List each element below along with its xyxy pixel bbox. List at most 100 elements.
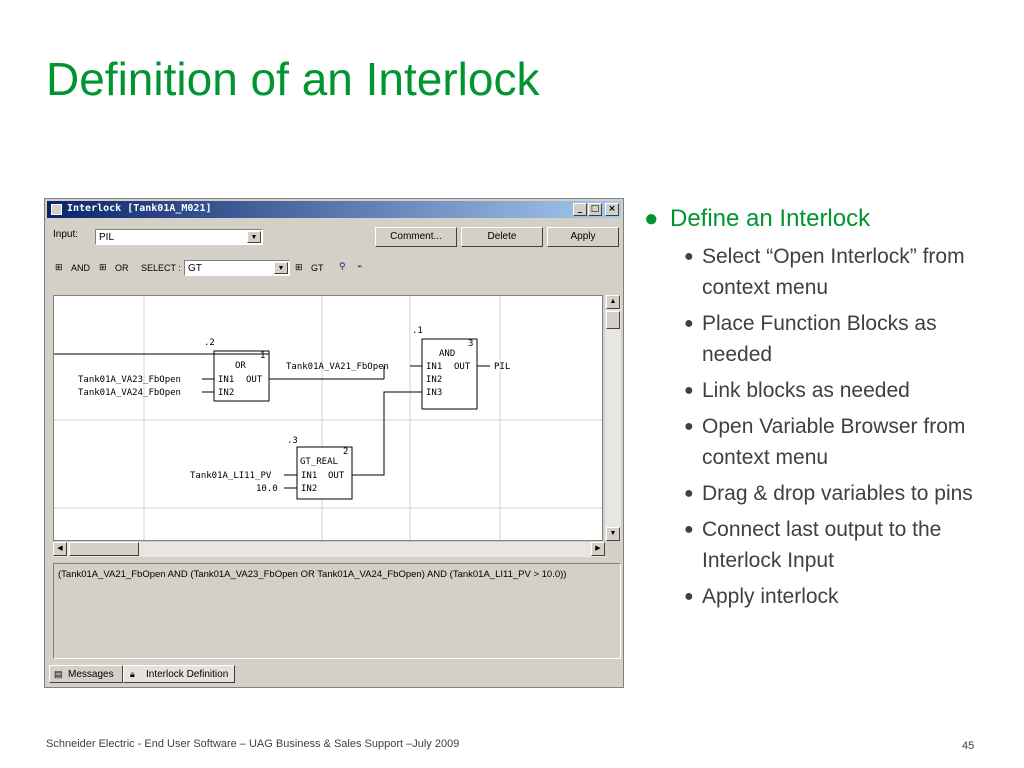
and-out: OUT bbox=[454, 362, 471, 372]
minimize-button[interactable]: _ bbox=[573, 203, 587, 216]
bullet-text: Apply interlock bbox=[702, 585, 839, 608]
bullet-text: Connect last output to the Interlock Inp… bbox=[702, 518, 942, 572]
or-in2: IN2 bbox=[218, 388, 234, 398]
bullet-dot: ● bbox=[684, 521, 694, 538]
scroll-up-icon[interactable]: ▲ bbox=[606, 295, 620, 309]
maximize-button[interactable]: □ bbox=[588, 203, 602, 216]
var-va24[interactable]: Tank01A_VA24_FbOpen bbox=[78, 388, 181, 398]
expression-text: (Tank01A_VA21_FbOpen AND (Tank01A_VA23_F… bbox=[58, 569, 567, 580]
scroll-left-icon[interactable]: ◀ bbox=[53, 542, 67, 556]
list-item: ● Open Variable Browser from context menu bbox=[644, 411, 1004, 473]
bullet-text: Place Function Blocks as needed bbox=[702, 312, 937, 366]
input-select-value: PIL bbox=[99, 232, 115, 243]
page-number: 45 bbox=[962, 740, 975, 752]
bullet-dot: ● bbox=[684, 382, 694, 399]
or-block[interactable] bbox=[213, 350, 270, 402]
or-block-icon[interactable]: ⊞ bbox=[99, 262, 107, 272]
list-item: ● Drag & drop variables to pins bbox=[644, 478, 1004, 509]
bullet-dot: ● bbox=[684, 315, 694, 332]
and-tool-label[interactable]: AND bbox=[71, 263, 91, 273]
bullet-list: ● Define an Interlock ● Select “Open Inte… bbox=[644, 205, 1004, 617]
or-block-number: 1 bbox=[260, 351, 265, 361]
bullet-dot: ● bbox=[684, 418, 694, 435]
messages-icon: ▤ bbox=[54, 669, 63, 679]
tab-definition-label: Interlock Definition bbox=[146, 669, 229, 680]
expression-box[interactable]: (Tank01A_VA21_FbOpen AND (Tank01A_VA23_F… bbox=[53, 563, 621, 659]
var-li11[interactable]: Tank01A_LI11_PV bbox=[190, 471, 272, 481]
tab-interlock-definition[interactable]: 🔒︎ Interlock Definition bbox=[123, 665, 235, 683]
or-block-name: OR bbox=[235, 361, 246, 371]
grid-lines bbox=[54, 296, 602, 540]
delete-button[interactable]: Delete bbox=[461, 227, 543, 247]
select-label: SELECT : bbox=[141, 263, 181, 273]
list-item: ● Select “Open Interlock” from context me… bbox=[644, 241, 1004, 303]
apply-button[interactable]: Apply bbox=[547, 227, 619, 247]
bullet-text: Link blocks as needed bbox=[702, 379, 910, 402]
and-in3: IN3 bbox=[426, 388, 442, 398]
input-label: Input: bbox=[53, 229, 79, 240]
diagram-svg: .2 1 OR IN1 OUT IN2 .1 3 AND IN1 OUT IN2… bbox=[54, 296, 602, 540]
or-out: OUT bbox=[246, 375, 263, 385]
list-item: ● Connect last output to the Interlock In… bbox=[644, 514, 1004, 576]
bullet-dot: ● bbox=[644, 205, 659, 232]
and-in1: IN1 bbox=[426, 362, 442, 372]
list-item: ● Link blocks as needed bbox=[644, 375, 1004, 406]
close-button[interactable]: × bbox=[605, 203, 619, 216]
bullet-text: Select “Open Interlock” from context men… bbox=[702, 245, 965, 299]
var-pil[interactable]: PIL bbox=[494, 362, 510, 372]
or-tool-label[interactable]: OR bbox=[115, 263, 129, 273]
var-va23[interactable]: Tank01A_VA23_FbOpen bbox=[78, 375, 181, 385]
variable-browser-icon[interactable]: ⚲ bbox=[339, 261, 346, 271]
diagram-canvas[interactable]: .2 1 OR IN1 OUT IN2 .1 3 AND IN1 OUT IN2… bbox=[53, 295, 603, 541]
gt-in1: IN1 bbox=[301, 471, 317, 481]
list-item: ● Place Function Blocks as needed bbox=[644, 308, 1004, 370]
gt-block[interactable] bbox=[296, 446, 353, 500]
bullet-dot: ● bbox=[684, 588, 694, 605]
gt-block-name: GT_REAL bbox=[300, 457, 338, 467]
and-in2: IN2 bbox=[426, 375, 442, 385]
bullet-text: Open Variable Browser from context menu bbox=[702, 415, 966, 469]
chevron-down-icon[interactable]: ▼ bbox=[274, 262, 288, 274]
scroll-down-icon[interactable]: ▼ bbox=[606, 527, 620, 541]
link-icon[interactable]: ⌁ bbox=[357, 261, 363, 271]
chevron-down-icon[interactable]: ▼ bbox=[247, 231, 261, 243]
gt-block-icon[interactable]: ⊞ bbox=[295, 262, 303, 272]
bullet-dot: ● bbox=[684, 485, 694, 502]
slide-title: Definition of an Interlock bbox=[46, 53, 540, 105]
and-block-name: AND bbox=[439, 349, 455, 359]
block-select[interactable]: GT ▼ bbox=[184, 260, 290, 276]
and-block-number: 3 bbox=[468, 339, 473, 349]
interlock-window: Interlock [Tank01A_M021] _ □ × Input: PI… bbox=[44, 198, 624, 688]
bullet-main-text: Define an Interlock bbox=[670, 205, 871, 232]
bullet-dot: ● bbox=[684, 248, 694, 265]
gt-block-index: .3 bbox=[287, 436, 298, 446]
block-select-value: GT bbox=[188, 263, 202, 274]
horizontal-scroll-thumb[interactable] bbox=[69, 542, 139, 556]
input-select[interactable]: PIL ▼ bbox=[95, 229, 263, 245]
tab-messages-label: Messages bbox=[68, 669, 114, 680]
horizontal-scrollbar[interactable]: ◀ ▶ bbox=[53, 542, 605, 557]
gt-block-number: 2 bbox=[343, 447, 348, 457]
vertical-scroll-thumb[interactable] bbox=[606, 311, 620, 329]
vertical-scrollbar[interactable]: ▲ ▼ bbox=[605, 295, 621, 541]
gt-in2: IN2 bbox=[301, 484, 317, 494]
tab-messages[interactable]: ▤ Messages bbox=[49, 665, 123, 683]
lock-icon: 🔒︎ bbox=[130, 669, 135, 679]
and-block[interactable] bbox=[421, 338, 478, 410]
gt-tool-label[interactable]: GT bbox=[311, 263, 324, 273]
gt-out: OUT bbox=[328, 471, 345, 481]
and-block-index: .1 bbox=[412, 326, 423, 336]
scroll-right-icon[interactable]: ▶ bbox=[591, 542, 605, 556]
var-const[interactable]: 10.0 bbox=[256, 484, 278, 494]
list-item: ● Apply interlock bbox=[644, 581, 1004, 612]
window-icon bbox=[51, 204, 62, 215]
and-block-icon[interactable]: ⊞ bbox=[55, 262, 63, 272]
slide-footer: Schneider Electric - End User Software –… bbox=[46, 738, 460, 750]
var-va21[interactable]: Tank01A_VA21_FbOpen bbox=[286, 362, 389, 372]
bullet-text: Drag & drop variables to pins bbox=[702, 482, 973, 505]
window-titlebar[interactable]: Interlock [Tank01A_M021] _ □ × bbox=[47, 201, 621, 218]
bullet-main: ● Define an Interlock bbox=[644, 205, 1004, 233]
or-block-index: .2 bbox=[204, 338, 215, 348]
wires bbox=[54, 353, 490, 489]
comment-button[interactable]: Comment... bbox=[375, 227, 457, 247]
